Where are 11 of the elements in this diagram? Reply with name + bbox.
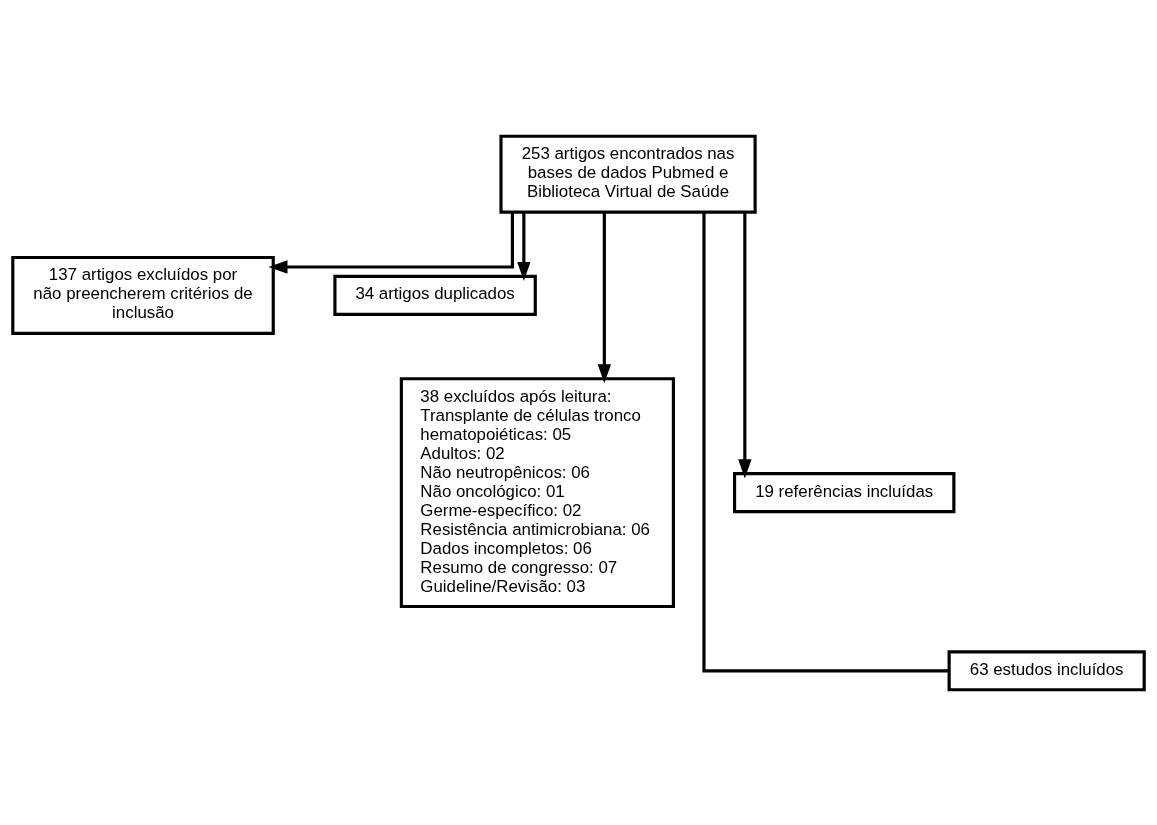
node-box: 38 excluídos após leitura: Transplante de células tronco hematopoiéticas: 05 Adultos: 02 Não neutropênicos: 06 Não oncológico: 01 Germe-específico: 02 Resistência antimicrobiana: 06 Dados incompletos: 06 Resumo de congresso: 07 Guideline/Revisão: 03	[399, 376, 675, 608]
node-box: 63 estudos incluídos	[947, 649, 1146, 691]
connector	[702, 211, 949, 672]
node-box: 137 artigos excluídos por não preencherem critérios de inclusão	[11, 255, 275, 335]
node-box: 34 artigos duplicados	[333, 274, 537, 316]
arrow	[268, 211, 514, 274]
node-box: 253 artigos encontrados nas bases de dados Pubmed e Biblioteca Virtual de Saúde	[499, 134, 757, 214]
arrow	[597, 211, 611, 383]
arrow	[517, 211, 531, 281]
arrow	[738, 211, 752, 478]
node-box: 19 referências incluídas	[732, 471, 956, 513]
